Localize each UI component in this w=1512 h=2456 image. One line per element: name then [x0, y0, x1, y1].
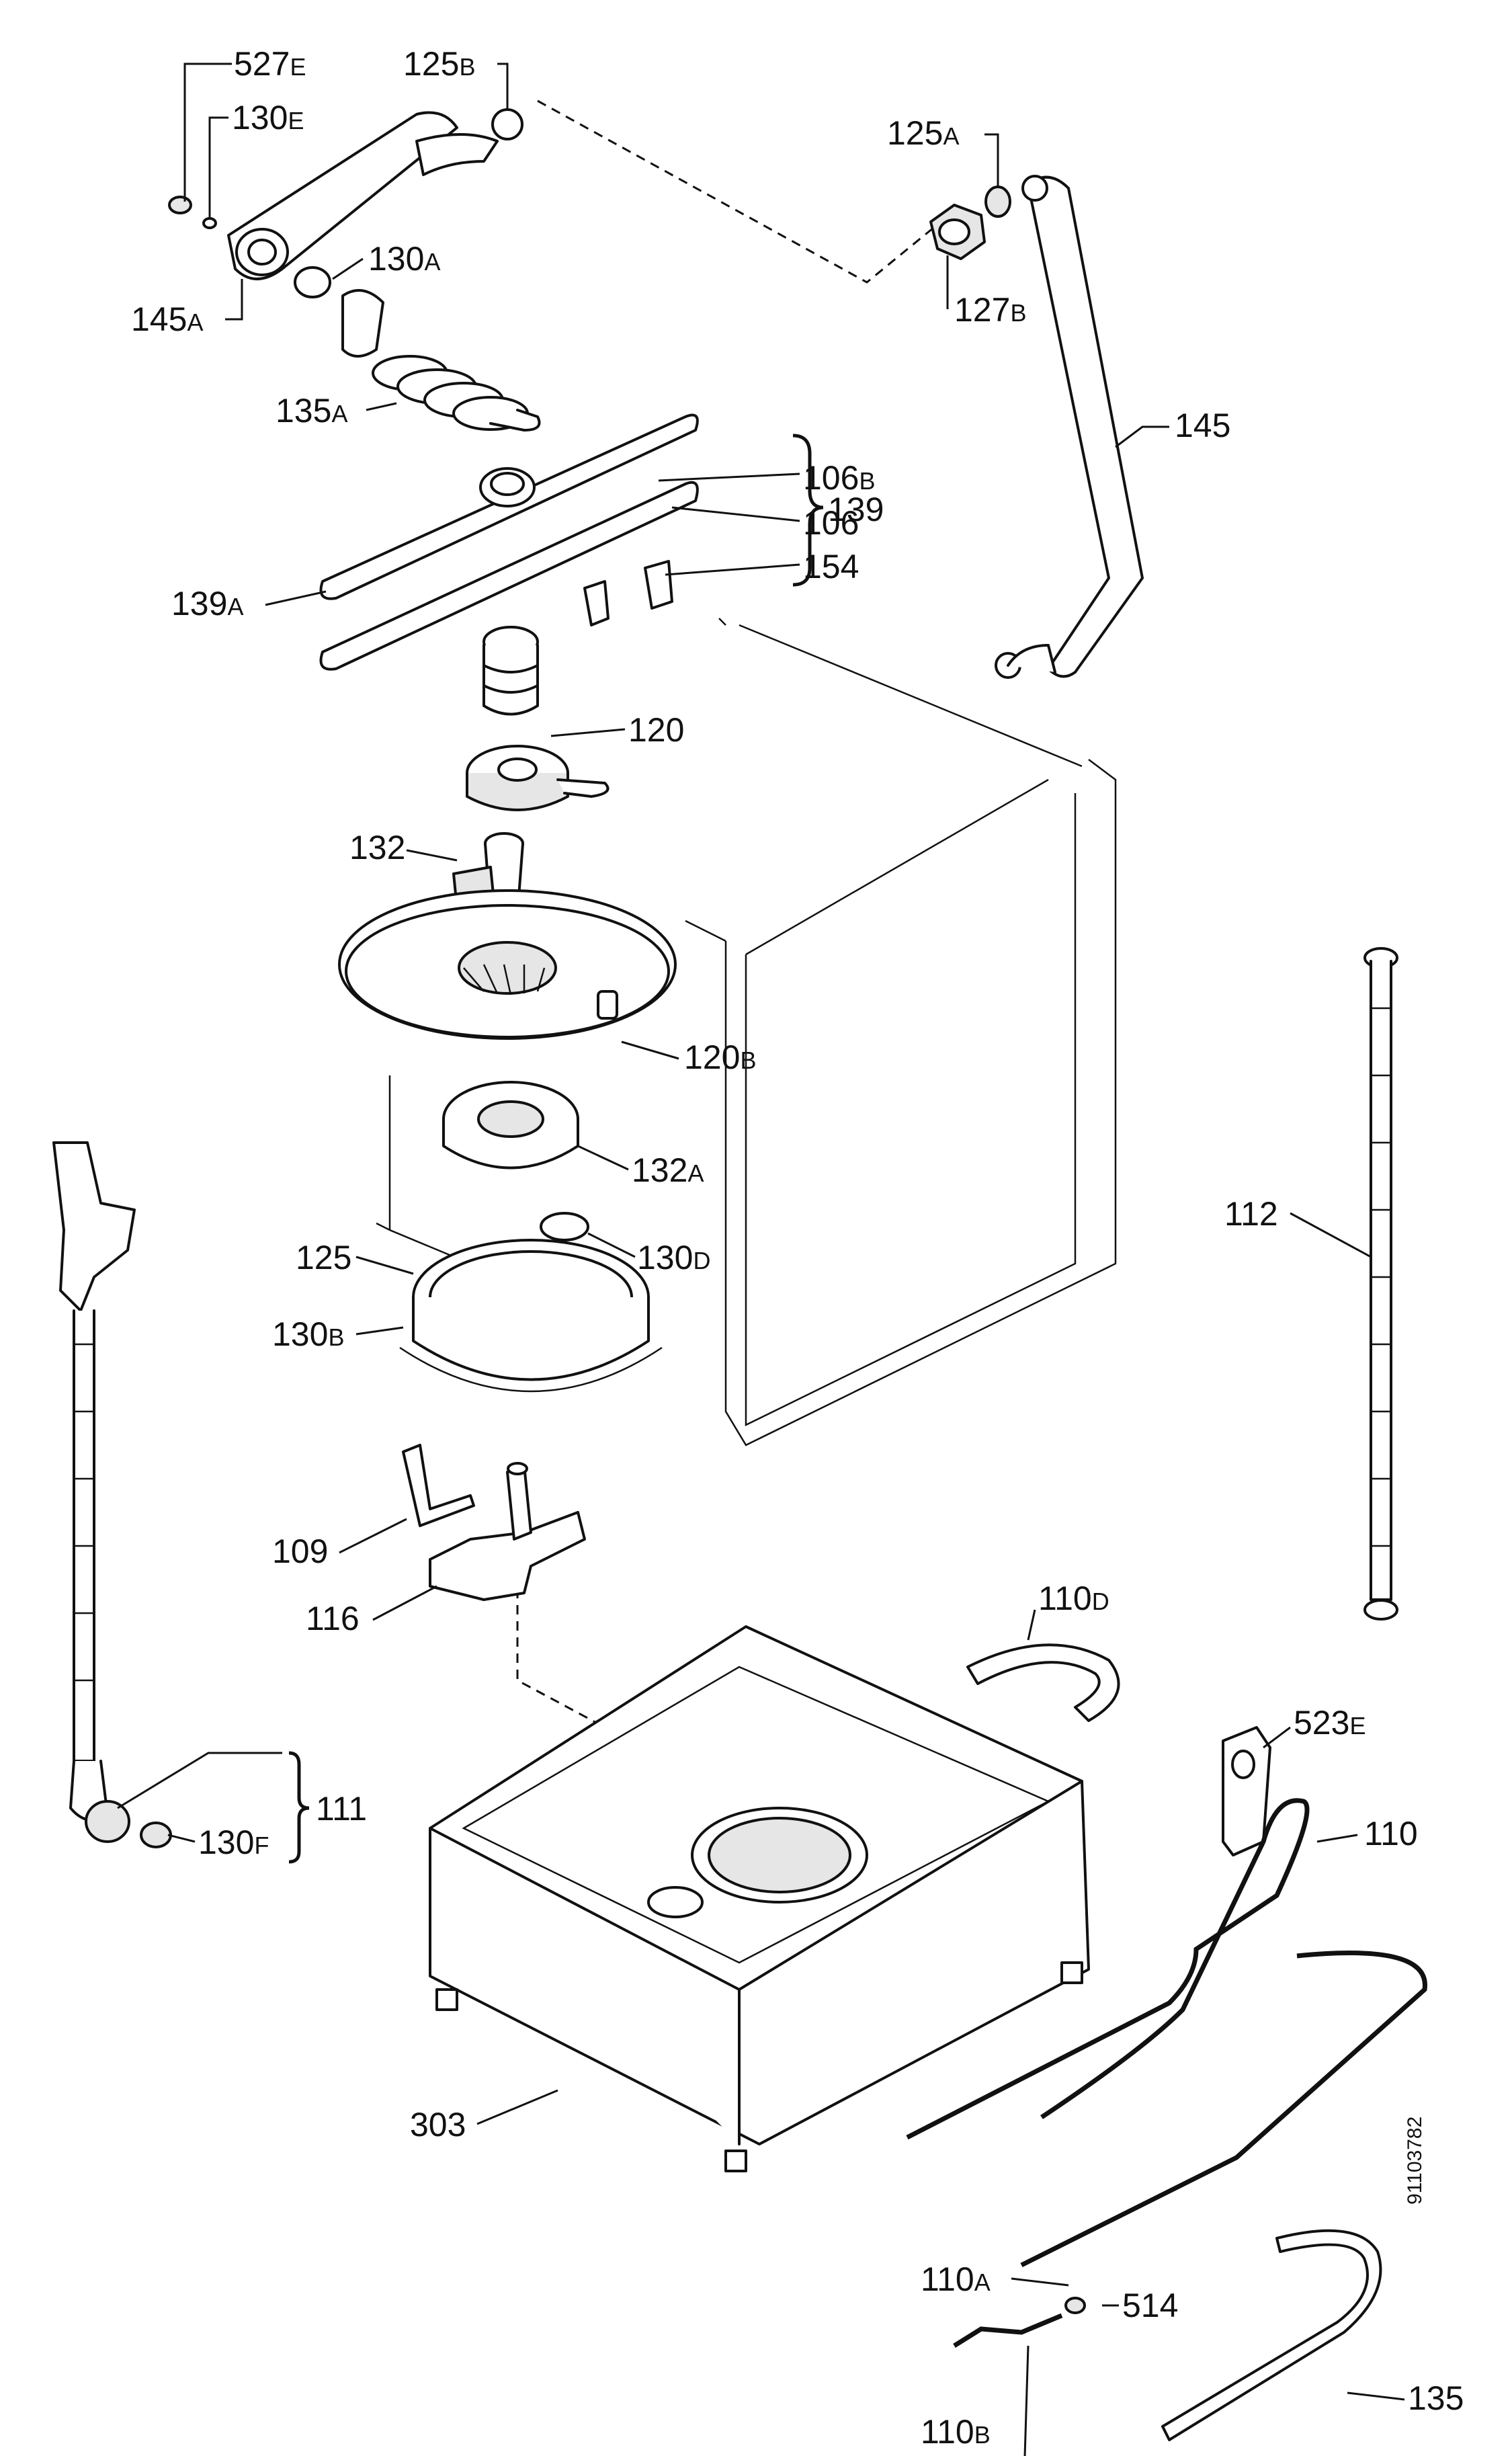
small-nut-part — [168, 196, 217, 229]
leader-lines — [117, 63, 1405, 2456]
label-145A: 145A — [131, 300, 203, 338]
label-106: 106 — [803, 504, 859, 542]
label-125: 125 — [296, 1239, 351, 1276]
valve-part — [429, 1462, 586, 1601]
nut-127b-part — [929, 204, 986, 260]
connector-514-part — [1064, 2297, 1086, 2314]
upper-spray-arm-part — [227, 108, 523, 280]
label-135: 135 — [1408, 2379, 1464, 2417]
filter-plate-part — [338, 889, 677, 1040]
sump-ring-part — [399, 1239, 663, 1393]
label-132A: 132A — [632, 1151, 704, 1189]
label-132: 132 — [349, 829, 405, 866]
label-527E: 527E — [234, 45, 306, 83]
label-120B: 120B — [684, 1038, 756, 1076]
label-130F: 130F — [198, 1824, 269, 1861]
assembly-line-spray-arm — [537, 99, 941, 284]
label-145: 145 — [1175, 407, 1230, 444]
label-130E: 130E — [232, 99, 304, 136]
label-127B: 127B — [954, 291, 1026, 329]
label-112: 112 — [1224, 1195, 1278, 1233]
drain-hose-part — [906, 1798, 1310, 2140]
o-ring-130a-part — [294, 266, 331, 298]
label-110B: 110B — [921, 2413, 991, 2451]
label-139: 139 — [828, 491, 884, 528]
base-frame-part — [429, 1625, 1090, 2172]
seal-125a-part — [984, 186, 1011, 218]
hose-112-part — [1363, 947, 1398, 1621]
label-139A: 139A — [171, 585, 243, 622]
label-110A: 110A — [921, 2260, 991, 2298]
corrugated-hose-part — [966, 1643, 1120, 1722]
hose-135-part — [1161, 2229, 1382, 2441]
spray-nozzle-part — [482, 626, 539, 716]
label-116: 116 — [306, 1600, 360, 1637]
label-111: 111 — [316, 1790, 367, 1828]
label-154: 154 — [803, 548, 859, 585]
bellows-tube-part — [341, 289, 541, 432]
clip-part — [402, 1444, 475, 1527]
label-135A: 135A — [276, 392, 347, 429]
retaining-nut-part — [466, 745, 610, 811]
label-125A: 125A — [887, 114, 959, 152]
label-303: 303 — [410, 2106, 466, 2143]
assembly-line-valve — [516, 1573, 794, 1830]
label-130A: 130A — [368, 240, 440, 278]
inlet-hose-part — [52, 1141, 172, 1848]
label-125B: 125B — [403, 45, 475, 83]
hose-110b-part — [953, 2313, 1063, 2348]
hose-110a-part — [1020, 1951, 1427, 2268]
label-106B: 106B — [803, 459, 875, 497]
coarse-filter-part — [442, 1081, 579, 1170]
part-labels: 527E 130E 125B 145A 130A 135A 125A 127B … — [131, 45, 1464, 2451]
label-120: 120 — [628, 711, 684, 749]
label-523E: 523E — [1294, 1704, 1366, 1742]
label-110D: 110D — [1038, 1580, 1109, 1617]
delivery-pipe-part — [995, 175, 1144, 679]
label-109: 109 — [272, 1532, 328, 1570]
label-514: 514 — [1122, 2287, 1178, 2324]
o-ring-130d-part — [540, 1212, 589, 1241]
tub-outline — [376, 618, 1117, 1446]
label-130B: 130B — [272, 1315, 344, 1353]
label-110: 110 — [1364, 1815, 1418, 1852]
document-id: 91103782 — [1404, 2117, 1426, 2205]
label-130D: 130D — [637, 1239, 710, 1276]
